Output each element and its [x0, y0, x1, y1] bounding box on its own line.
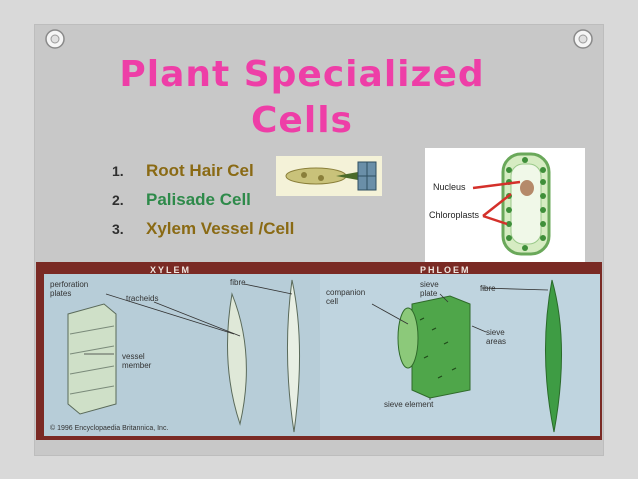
- phloem-illustration: [371, 279, 563, 433]
- tracheids-label: tracheids: [126, 294, 159, 303]
- xylem-illustration: [67, 279, 301, 433]
- list-item: 3. Xylem Vessel /Cell: [112, 214, 294, 243]
- list-text: Palisade Cell: [146, 190, 251, 209]
- perforation-plates-label: perforation plates: [50, 280, 89, 298]
- vessel-member-label: vessel member: [122, 352, 152, 370]
- xylem-header: XYLEM: [150, 265, 192, 275]
- phloem-header: PHLOEM: [420, 265, 471, 275]
- palisade-cell-illustration: [472, 152, 551, 256]
- list-item: 1. Root Hair Cel: [112, 156, 294, 185]
- pushpin-icon: [45, 29, 65, 49]
- list-number: 3.: [112, 221, 124, 237]
- list-number: 2.: [112, 192, 124, 208]
- sieve-element-label: sieve element: [384, 400, 434, 409]
- cell-list: 1. Root Hair Cel 2. Palisade Cell 3. Xylem …: [112, 156, 294, 243]
- credit-text: © 1996 Encyclopaedia Britannica, Inc.: [50, 425, 169, 432]
- list-number: 1.: [112, 163, 124, 179]
- companion-cell-label: companion cell: [326, 288, 366, 306]
- phloem-panel: companion cell sieve plate fibre sieve a…: [320, 274, 600, 436]
- sieve-plate-label: sieve plate: [420, 280, 439, 298]
- palisade-cell-diagram: Nucleus Chloroplasts: [425, 148, 585, 262]
- fibre-label: fibre: [230, 278, 246, 287]
- slide-title: Plant Specialized Cells: [62, 52, 542, 144]
- title-line-1: Plant Specialized: [119, 54, 485, 95]
- chloroplasts-label: Chloroplasts: [429, 210, 480, 220]
- list-item: 2. Palisade Cell: [112, 185, 294, 214]
- xylem-panel: perforation plates tracheids fibre vesse…: [44, 274, 320, 436]
- nucleus-label: Nucleus: [433, 182, 466, 192]
- list-text: Xylem Vessel /Cell: [146, 219, 295, 238]
- list-text: Root Hair Cel: [146, 161, 254, 180]
- title-line-2: Cells: [251, 100, 353, 141]
- sieve-areas-label: sieve areas: [486, 328, 507, 346]
- fibre-label: fibre: [480, 284, 496, 293]
- pushpin-icon: [573, 29, 593, 49]
- root-hair-cell-image: [276, 156, 382, 196]
